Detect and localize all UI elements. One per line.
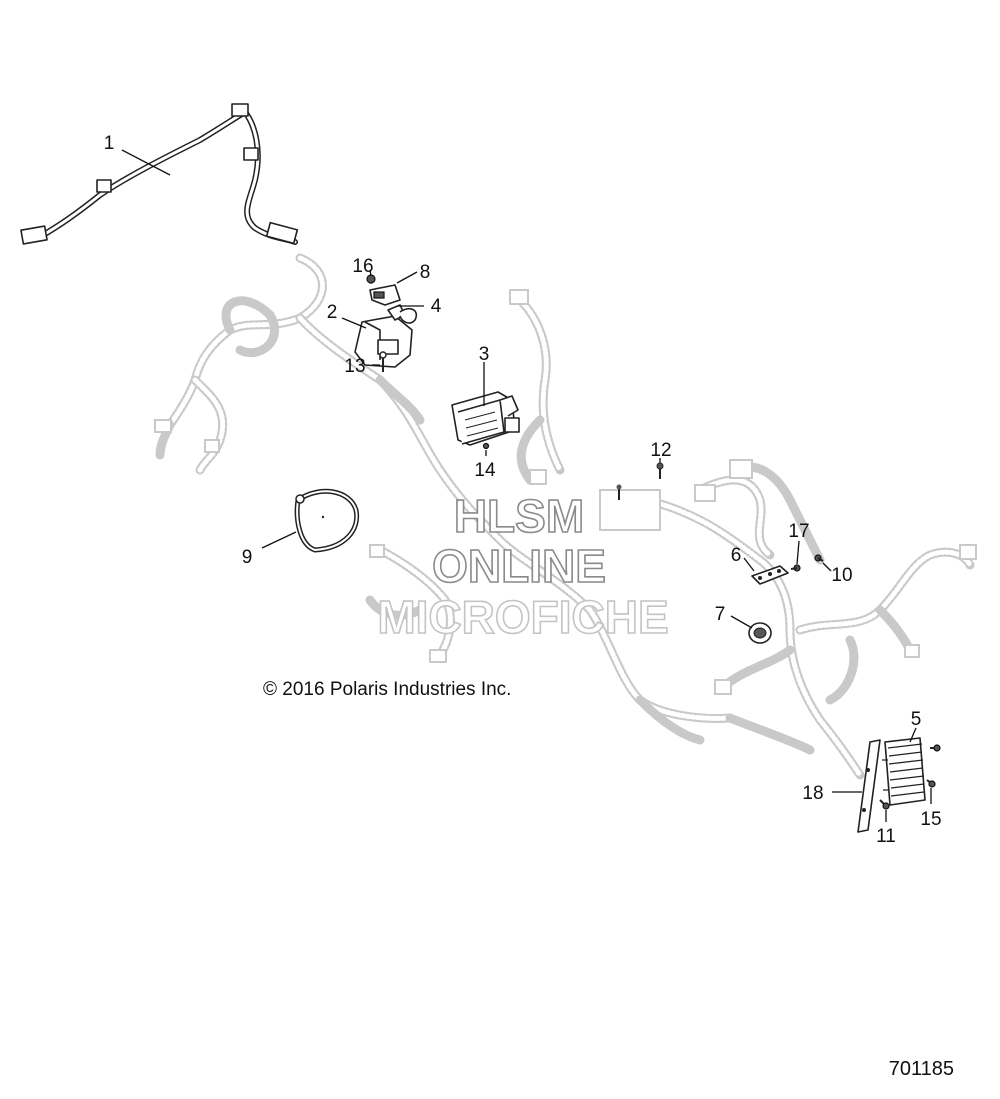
callout-3: 3 bbox=[479, 344, 490, 365]
main-wiring-harness-ghost bbox=[154, 253, 977, 780]
leader-lines bbox=[121, 149, 932, 822]
watermark-line-1: HLSM bbox=[454, 490, 584, 542]
part-5-regulator bbox=[882, 737, 926, 806]
callout-labels: 1 2 3 4 5 6 7 8 9 10 11 12 13 14 15 16 1… bbox=[104, 133, 942, 847]
watermark-line-3: MICROFICHE bbox=[377, 591, 668, 643]
part-6-sensor bbox=[751, 565, 789, 585]
callout-14: 14 bbox=[474, 460, 496, 481]
callout-2: 2 bbox=[327, 302, 338, 323]
callout-12: 12 bbox=[650, 440, 671, 461]
part-7-grommet bbox=[748, 622, 772, 644]
diagram-number: 701185 bbox=[889, 1058, 954, 1080]
watermark: HLSM ONLINE MICROFICHE bbox=[377, 489, 670, 644]
part-3-ecu bbox=[451, 391, 520, 446]
part-14-screw bbox=[482, 442, 490, 450]
watermark-line-2: ONLINE bbox=[432, 540, 606, 592]
callout-13: 13 bbox=[344, 356, 365, 377]
callout-15: 15 bbox=[920, 809, 941, 830]
part-10-screw bbox=[814, 554, 824, 562]
part-11-screw bbox=[879, 799, 890, 810]
part-9-loop bbox=[294, 488, 360, 553]
callout-8: 8 bbox=[420, 262, 431, 283]
part-1-harness bbox=[20, 103, 299, 245]
callout-9: 9 bbox=[242, 547, 253, 568]
callout-7: 7 bbox=[715, 604, 726, 625]
callout-5: 5 bbox=[911, 709, 922, 730]
part-12-screw bbox=[656, 462, 664, 479]
fastener-ghost bbox=[616, 484, 622, 500]
callout-6: 6 bbox=[731, 545, 742, 566]
callout-17: 17 bbox=[788, 521, 809, 542]
copyright-text: © 2016 Polaris Industries Inc. bbox=[263, 679, 511, 700]
callout-1: 1 bbox=[104, 133, 115, 154]
part-17-screw bbox=[790, 564, 801, 572]
callout-10: 10 bbox=[831, 565, 852, 586]
callout-16: 16 bbox=[352, 256, 373, 277]
callout-4: 4 bbox=[431, 296, 442, 317]
part-13-screw bbox=[379, 351, 387, 372]
part-4-clip bbox=[387, 304, 418, 324]
callout-18: 18 bbox=[802, 783, 823, 804]
part-15-screw bbox=[926, 744, 941, 788]
part-18-bracket bbox=[857, 739, 881, 833]
callout-11: 11 bbox=[876, 826, 896, 847]
part-8-bracket bbox=[369, 284, 401, 306]
